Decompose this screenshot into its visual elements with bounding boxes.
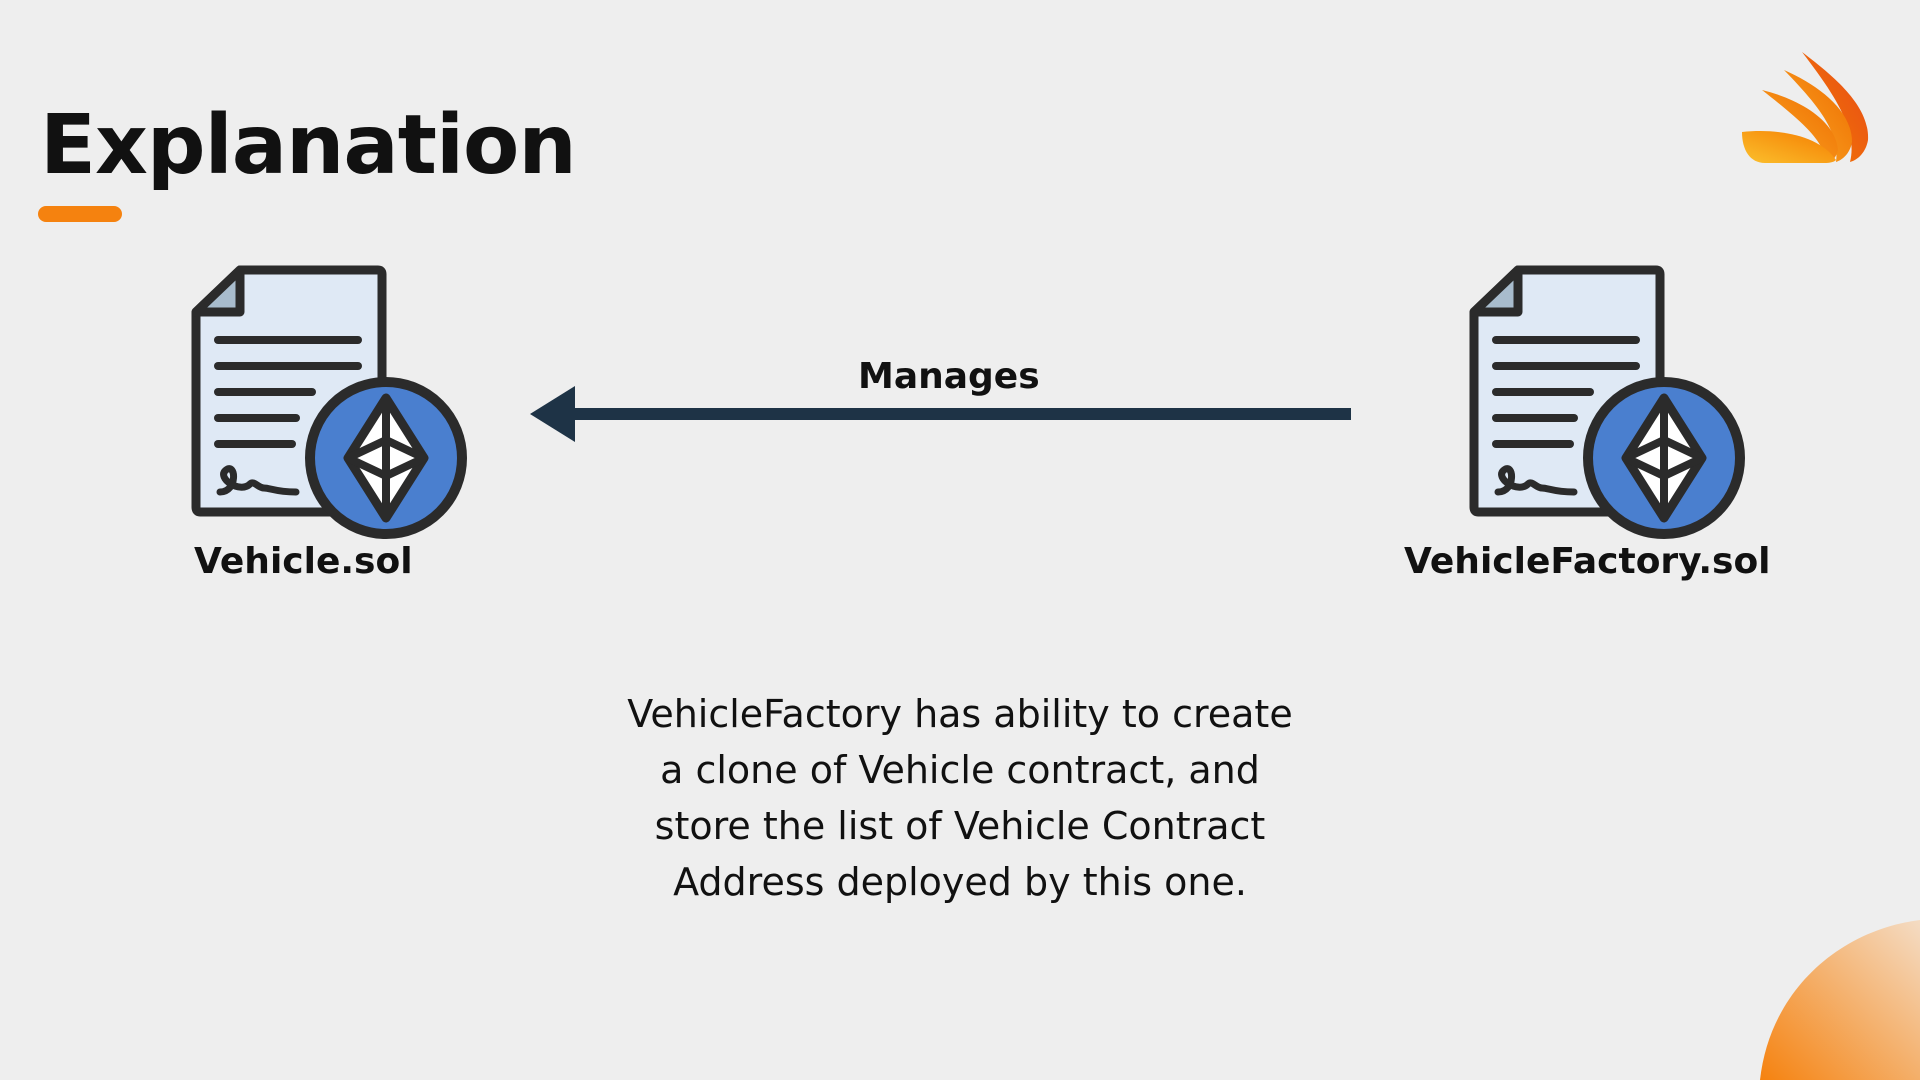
vehicle-contract-icon <box>191 265 467 539</box>
vehicle-node-label: Vehicle.sol <box>194 541 413 582</box>
description-line: VehicleFactory has ability to create <box>627 692 1293 736</box>
description-line: a clone of Vehicle contract, and <box>660 748 1260 792</box>
vehicle-factory-node-label: VehicleFactory.sol <box>1404 541 1771 582</box>
title-underline-accent <box>38 206 122 222</box>
slide-title: Explanation <box>40 98 577 193</box>
manages-arrow <box>530 386 1351 442</box>
vehicle-factory-contract-icon <box>1469 265 1745 539</box>
description-line: Address deployed by this one. <box>673 860 1247 904</box>
corner-decoration <box>1760 920 1920 1080</box>
manages-edge-label: Manages <box>858 356 1040 397</box>
flame-wing-logo-icon <box>1742 52 1869 163</box>
description-line: store the list of Vehicle Contract <box>654 804 1266 848</box>
explanation-description: VehicleFactory has ability to create a c… <box>560 686 1360 910</box>
